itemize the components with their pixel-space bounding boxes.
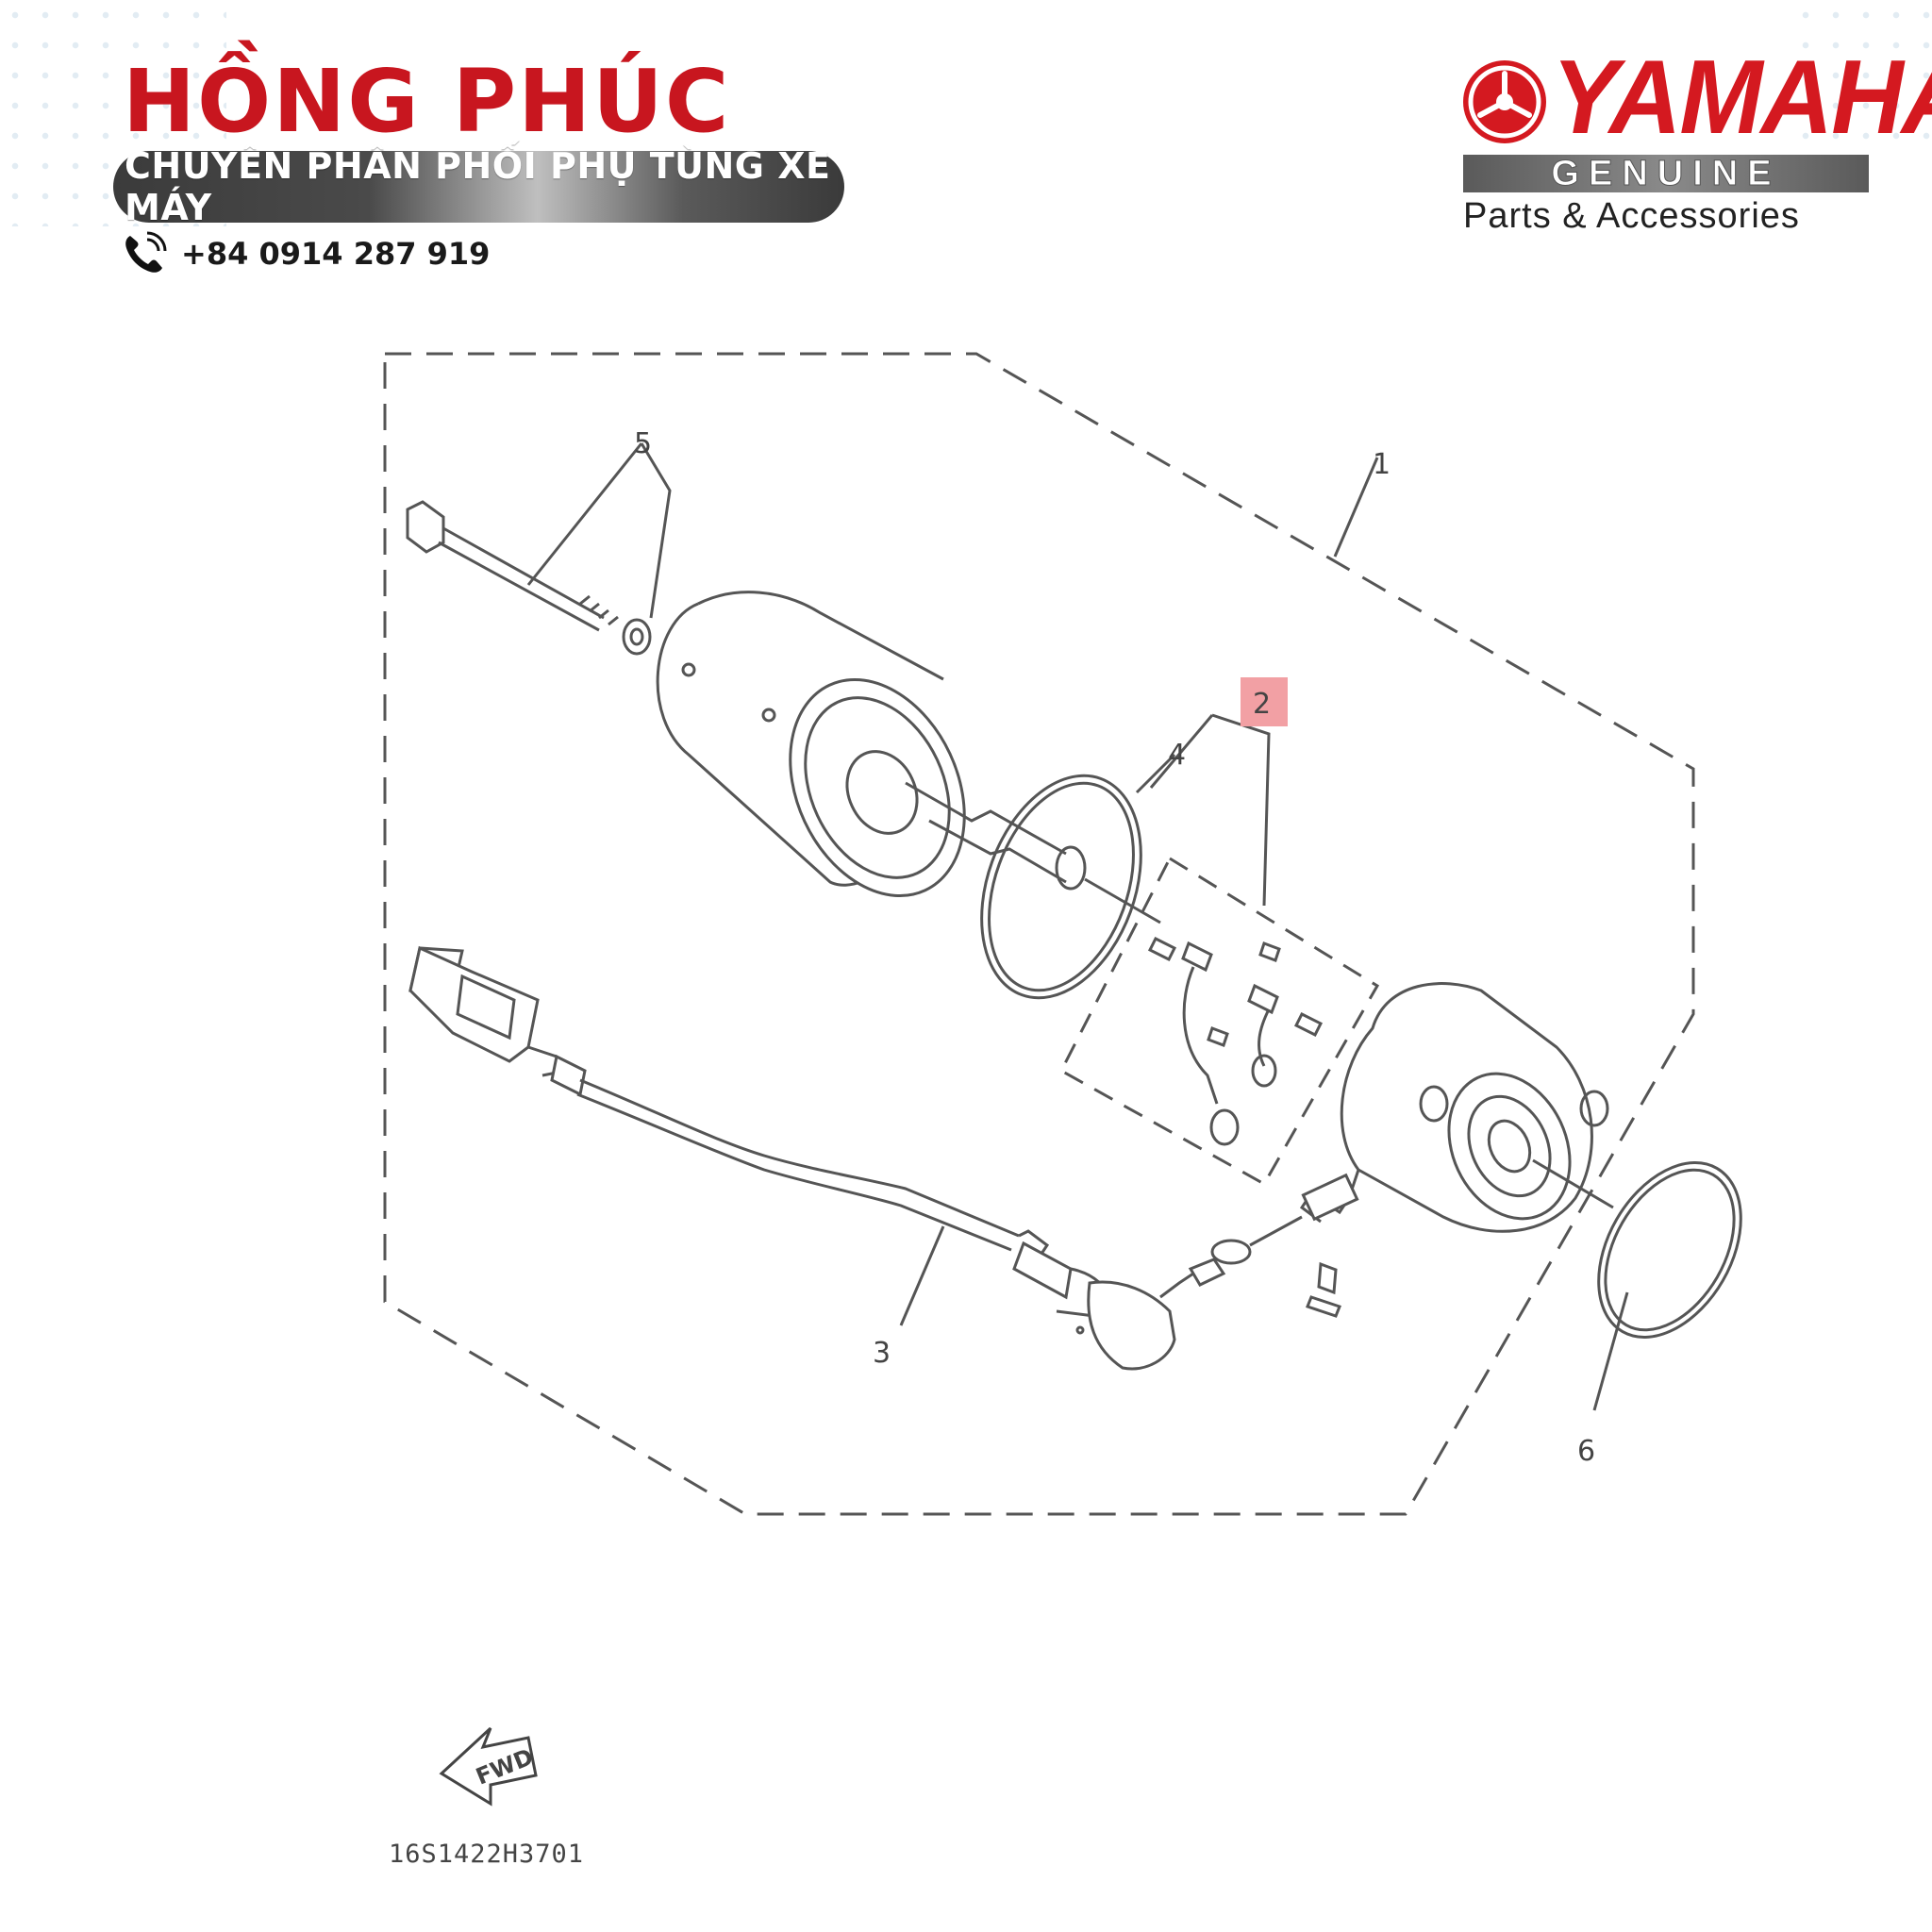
assembly-boundary	[383, 352, 1695, 1516]
yamaha-wordmark: YAMAHA	[1552, 39, 1932, 156]
brush-set	[1147, 936, 1324, 1146]
callout-5: 5	[634, 427, 652, 460]
callout-2: 2	[1253, 688, 1271, 721]
genuine-text: GENUINE	[1551, 153, 1781, 193]
phone-number: +84 0914 287 919	[181, 236, 491, 272]
callout-3: 3	[873, 1337, 891, 1370]
motor-yoke	[656, 591, 1161, 924]
front-cover	[1299, 982, 1614, 1233]
lead-wire-assembly	[408, 945, 1303, 1371]
callout-2-highlight	[1241, 677, 1288, 726]
diagram-code: 16S1422H3701	[389, 1840, 585, 1869]
dot-pattern-decoration-right	[1790, 0, 1932, 160]
callout-1: 1	[1373, 448, 1391, 481]
o-ring-4	[980, 774, 1142, 1000]
fwd-arrow	[439, 1726, 538, 1807]
callout-6: 6	[1577, 1435, 1595, 1468]
tuning-fork-emblem-icon	[1463, 60, 1546, 143]
parts-accessories-text: Parts & Accessories	[1463, 196, 1800, 236]
phone-contact[interactable]: +84 0914 287 919	[121, 230, 490, 277]
genuine-banner: GENUINE	[1463, 153, 1869, 193]
phone-icon	[125, 231, 167, 273]
cover-screw	[1306, 1261, 1341, 1318]
o-ring-6	[1597, 1161, 1742, 1339]
yamaha-logo: YAMAHA GENUINE Parts & Accessories	[1457, 44, 1932, 243]
tagline-text: CHUYÊN PHÂN PHỐI PHỤ TÙNG XE MÁY	[125, 145, 831, 228]
tagline-banner: CHUYÊN PHÂN PHỐI PHỤ TÙNG XE MÁY	[113, 145, 844, 228]
callout-4: 4	[1168, 739, 1186, 772]
brush-set-boundary	[1059, 856, 1380, 1187]
long-bolt	[406, 500, 619, 632]
washer	[622, 618, 652, 656]
brand-name: HỒNG PHÚC	[123, 51, 731, 152]
